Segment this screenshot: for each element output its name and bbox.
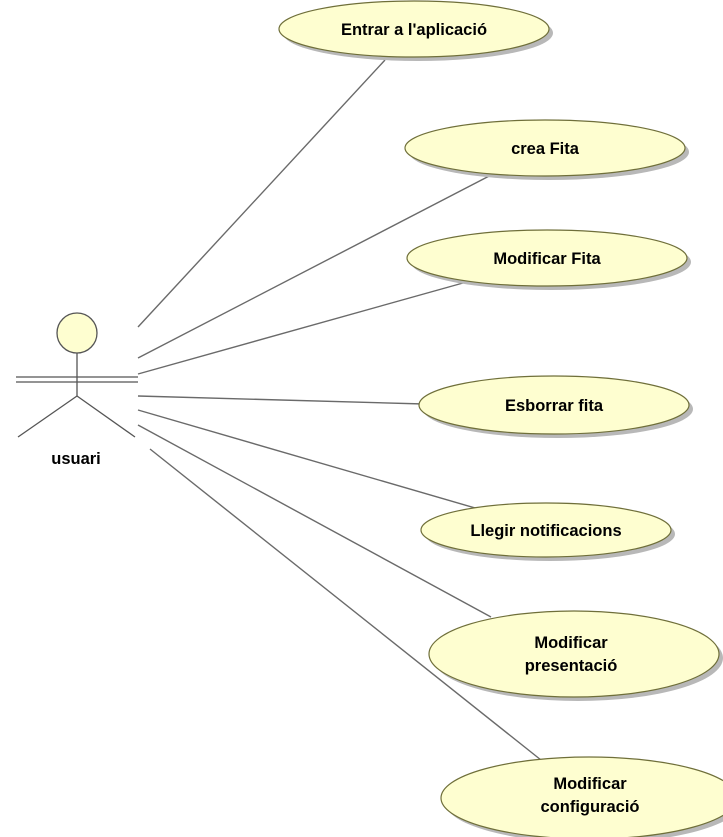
use-case-label: Esborrar fita <box>505 397 604 415</box>
use-case-label-line-1: Modificar <box>553 775 627 793</box>
associations <box>137 59 542 761</box>
use-case-modificar-configuracio[interactable]: Modificar configuració <box>440 756 723 837</box>
use-case-label: crea Fita <box>511 140 580 158</box>
use-case-crea-fita[interactable]: crea Fita <box>404 119 689 180</box>
use-case-label: Entrar a l'aplicació <box>341 21 487 39</box>
use-case-ellipse <box>278 0 550 58</box>
use-case-label: Modificar Fita <box>493 250 601 268</box>
association-line-modificar-configuracio <box>149 448 542 761</box>
actor-left-leg <box>17 395 78 438</box>
actor-usuari[interactable]: usuari <box>16 312 138 468</box>
use-case-ellipse <box>404 119 686 177</box>
association-line-llegir-notificacions <box>137 409 483 511</box>
use-case-label-line-2: presentació <box>525 657 618 675</box>
association-line-modificar-presentacio <box>137 424 492 618</box>
association-line-esborrar-fita <box>137 395 425 405</box>
use-case-esborrar-fita[interactable]: Esborrar fita <box>418 375 693 438</box>
actor-right-leg <box>76 395 136 438</box>
actor-label: usuari <box>51 450 101 468</box>
use-case-llegir-notificacions[interactable]: Llegir notificacions <box>420 502 675 561</box>
use-case-ellipse <box>440 756 723 837</box>
use-case-entrar[interactable]: Entrar a l'aplicació <box>278 0 553 61</box>
use-case-ellipse <box>420 502 672 558</box>
use-case-ellipse <box>428 610 720 698</box>
association-line-entrar <box>137 59 386 328</box>
use-case-label-line-1: Modificar <box>534 634 608 652</box>
use-case-ellipse <box>418 375 690 435</box>
association-line-crea-fita <box>137 172 496 359</box>
use-case-modificar-fita[interactable]: Modificar Fita <box>406 229 691 290</box>
use-case-modificar-presentacio[interactable]: Modificar presentació <box>428 610 723 701</box>
use-case-ellipse <box>406 229 688 287</box>
use-case-label: Llegir notificacions <box>470 522 621 540</box>
use-case-label-line-2: configuració <box>540 798 639 816</box>
association-line-modificar-fita <box>137 282 464 375</box>
actor-head-icon <box>56 312 98 354</box>
